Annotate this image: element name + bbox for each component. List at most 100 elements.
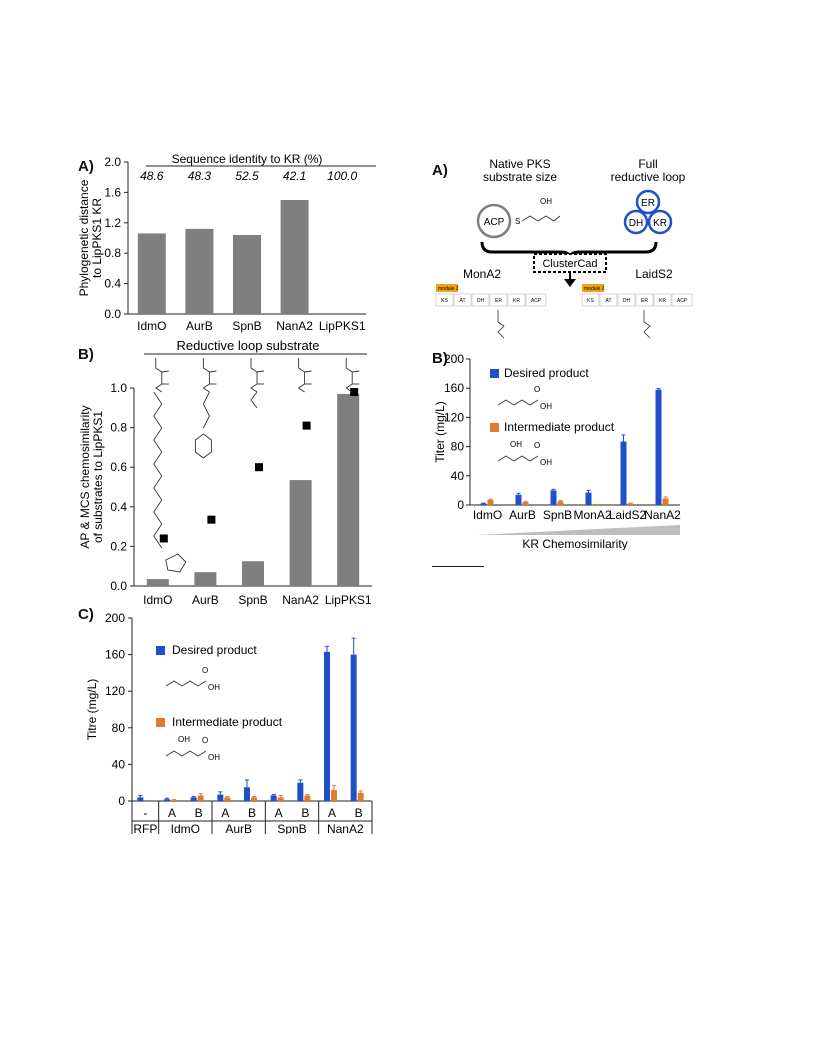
x-tick-label: IdmO: [143, 593, 172, 607]
bar-desired: [270, 795, 277, 801]
domain-box: [471, 293, 490, 307]
legend-swatch: [490, 423, 499, 432]
x-tick-label: NanA2: [282, 593, 319, 607]
x-sub-label: B: [355, 806, 363, 820]
domain-box: [525, 293, 547, 307]
x-tick-label: SpnB: [232, 319, 261, 333]
domain-box: [489, 293, 508, 307]
marker-point: [159, 534, 168, 543]
desired-structure: [497, 399, 539, 406]
bar-intermediate: [522, 502, 529, 505]
sequence-identity-value: 48.6: [140, 169, 164, 183]
dh-circle: [623, 209, 649, 235]
bar-desired: [244, 787, 250, 801]
bar-intermediate: [487, 499, 494, 505]
x-sub-label: A: [221, 806, 229, 820]
domain-label: ER: [641, 298, 648, 304]
x-sub-label: A: [168, 806, 176, 820]
x-axis-label: KR Chemosimilarity: [522, 537, 627, 550]
x-tick-label: AurB: [509, 508, 536, 522]
structure-o-label: O: [202, 666, 208, 675]
y-tick-label: 120: [105, 684, 125, 698]
marker-point: [350, 387, 359, 396]
y-tick-label: 0.6: [110, 460, 127, 474]
carbonyl-bond: [352, 370, 360, 373]
x-sub-label: B: [301, 806, 309, 820]
module-tag-label: module 2: [438, 286, 459, 292]
module-tag-label: module 2: [584, 286, 605, 292]
y-tick-label: 40: [451, 469, 465, 483]
domain-label: DH: [477, 298, 485, 304]
bar-desired: [164, 799, 170, 801]
bar: [146, 579, 169, 586]
bar-desired: [620, 441, 627, 505]
bar-desired: [515, 494, 522, 505]
y-axis-label: AP & MCS chemosimilarityof substrates to…: [78, 405, 105, 548]
domain-label: KS: [441, 298, 448, 304]
structure-oh-label: OH: [178, 735, 190, 744]
bar-intermediate: [277, 797, 284, 801]
clustercad-label: ClusterCad: [542, 258, 597, 270]
x-group-label: NanA2: [327, 822, 364, 834]
y-tick-label: 0.0: [104, 307, 121, 321]
y-tick-label: 0.8: [110, 421, 127, 435]
substrate-structure: [250, 358, 258, 393]
y-tick-label: 80: [112, 721, 126, 735]
y-tick-label: 1.2: [104, 216, 121, 230]
bar-desired: [324, 651, 330, 801]
domain-box: [617, 293, 636, 307]
divider-line: [432, 566, 484, 567]
bar-desired: [297, 782, 304, 801]
carbonyl-bond: [256, 370, 265, 373]
legend-structures: [165, 680, 207, 757]
domain-box: [653, 293, 672, 307]
y-tick-label: 200: [444, 352, 464, 366]
marker-point: [302, 421, 311, 430]
bar-desired: [190, 797, 197, 801]
bar-desired: [480, 503, 487, 505]
sequence-identity-value: 42.1: [283, 169, 306, 183]
er-label: ER: [641, 198, 655, 209]
er-circle: [635, 189, 661, 215]
sequence-identity-value: 100.0: [327, 169, 357, 183]
legend-label: Desired product: [172, 643, 257, 657]
x-sub-label: B: [248, 806, 256, 820]
oh-label: OH: [540, 197, 552, 206]
x-tick-label: SpnB: [543, 508, 572, 522]
chemosimilarity-wedge: [476, 525, 680, 535]
intermediate-structure: [165, 750, 207, 757]
panel-label-left-b: B): [78, 346, 94, 363]
s-label: S: [515, 217, 520, 226]
domain-label: KS: [587, 298, 594, 304]
bar: [242, 561, 264, 586]
structure-o-label: O: [534, 385, 540, 394]
bar-desired: [137, 797, 144, 801]
idmo-chain: [153, 391, 163, 549]
structure-oh-label: OH: [208, 753, 220, 762]
legend-label: Intermediate product: [504, 420, 615, 434]
legend-swatch: [490, 369, 499, 378]
y-tick-label: 0: [118, 794, 125, 808]
x-sub-label: B: [195, 806, 203, 820]
acp-label: ACP: [484, 217, 505, 228]
aurb-chain: [202, 391, 210, 429]
module-tag: [582, 284, 604, 292]
dh-label: DH: [629, 218, 643, 229]
bar: [137, 233, 166, 314]
kr-circle: [647, 209, 673, 235]
chemosimilarity-chart: Reductive loop substrate0.00.20.40.60.81…: [78, 338, 372, 607]
y-tick-label: 120: [444, 410, 464, 424]
domain-box: [507, 293, 526, 307]
structure-oh-label: OH: [208, 683, 220, 692]
domain-label: KR: [513, 298, 520, 304]
x-tick-label: IdmO: [137, 319, 166, 333]
bar-intermediate: [557, 501, 564, 505]
legend-swatch: [156, 718, 165, 727]
structure-o-label: O: [534, 441, 540, 450]
x-tick-label: MonA2: [573, 508, 611, 522]
substrate-structures: [153, 358, 360, 573]
sequence-identity-value: 48.3: [188, 169, 212, 183]
